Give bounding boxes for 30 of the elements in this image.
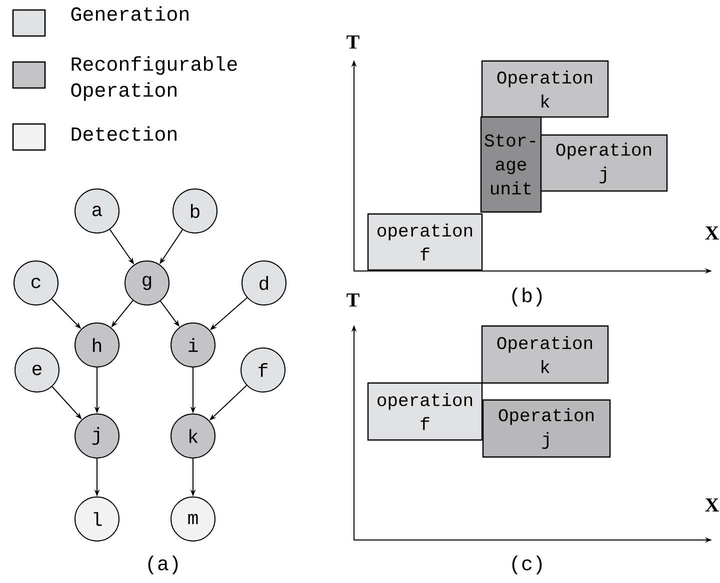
axis-label: X (705, 226, 719, 240)
legend-text: Generation (71, 6, 188, 21)
panel-label: (a) (148, 556, 178, 574)
circle-node: f (240, 347, 286, 392)
storage-box: Stor-age unit (480, 116, 542, 213)
legend-text: Detection (72, 126, 176, 141)
operation-box: Operation k (481, 325, 609, 384)
legend-text: Reconfigurable Operation (71, 56, 237, 101)
operation-box: Operation j (482, 399, 611, 458)
operation-box: Operation k (481, 60, 609, 118)
axis-label: X (705, 498, 719, 512)
circle-node: a (74, 188, 120, 234)
axis-label: T (346, 35, 360, 49)
circle-node: i (170, 322, 216, 368)
circle-node: d (242, 260, 286, 306)
axis-label: T (346, 293, 360, 307)
panel-label: (c) (512, 556, 542, 574)
circle-node: m (170, 496, 216, 542)
circle-node: j (74, 413, 120, 458)
operation-box: operation f (367, 382, 483, 441)
circle-node: b (172, 188, 218, 234)
circle-node: l (74, 496, 120, 542)
panel-label: (b) (512, 288, 542, 306)
circle-node: k (170, 413, 216, 458)
operation-box: operation f (367, 213, 483, 271)
circle-node: g (124, 260, 170, 306)
circle-node: c (14, 260, 58, 306)
circle-node: e (14, 347, 60, 392)
circle-node: h (74, 322, 120, 368)
operation-box: Operation j (540, 134, 668, 192)
